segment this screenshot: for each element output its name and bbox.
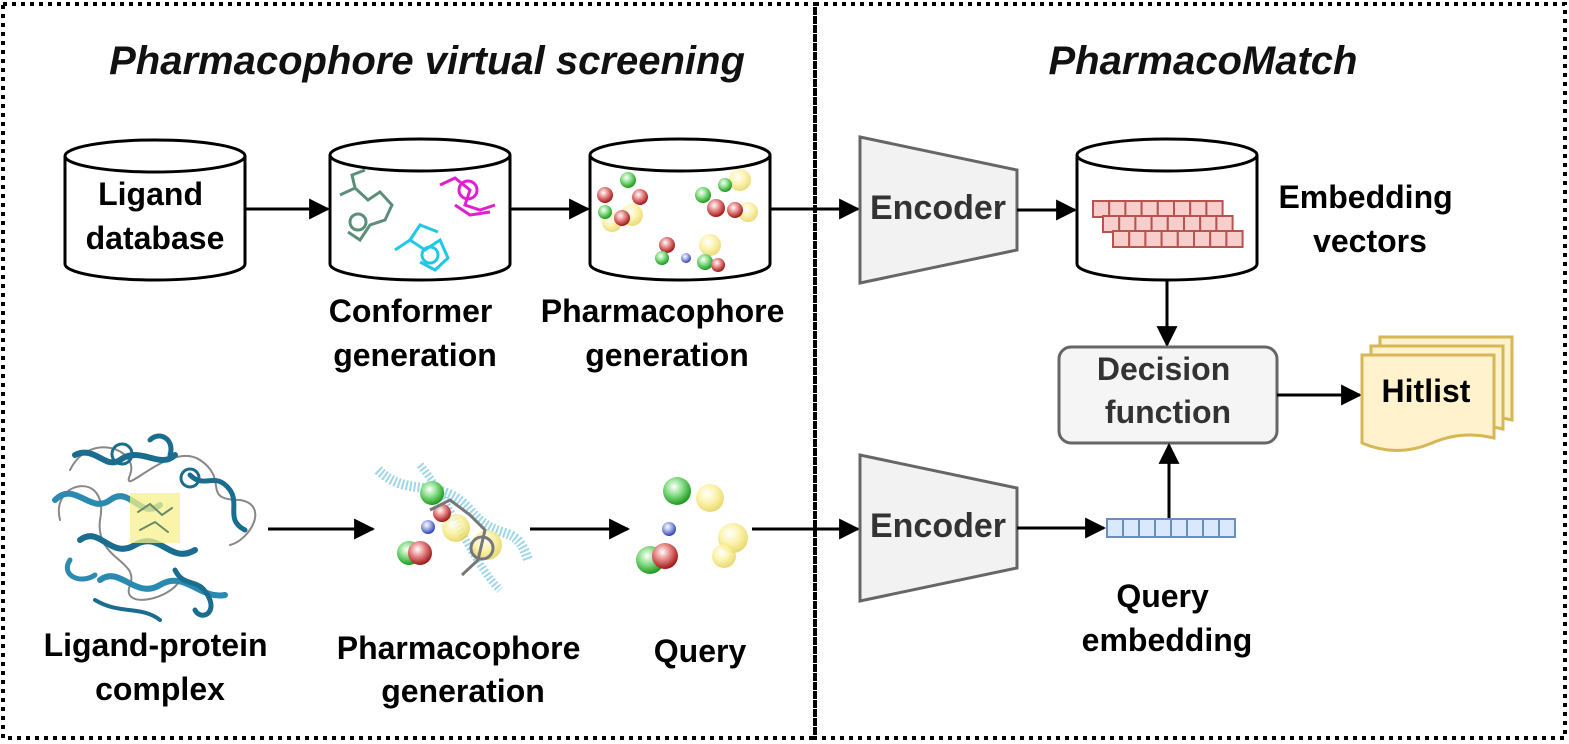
embedding-cell bbox=[1144, 230, 1163, 248]
embedding-vectors-label: Embedding vectors bbox=[1278, 179, 1461, 259]
embedding-cell bbox=[1160, 230, 1179, 248]
embedding-cell bbox=[1102, 215, 1121, 233]
embedding-cell bbox=[1118, 215, 1137, 233]
conformer-cylinder bbox=[328, 137, 512, 282]
molecule-conformers-image bbox=[339, 168, 496, 272]
encoder-bottom-label: Encoder bbox=[870, 507, 1006, 545]
conformer-generation-label: Conformer generation bbox=[329, 293, 501, 373]
hitlist-documents bbox=[1360, 335, 1514, 452]
query-embedding-cell bbox=[1122, 518, 1140, 538]
embedding-cell bbox=[1209, 230, 1228, 248]
query-embedding-cell bbox=[1154, 518, 1172, 538]
pharmacophore-generation-top-label: Pharmacophore generation bbox=[541, 293, 794, 373]
query-pharmacophore-image bbox=[636, 477, 748, 574]
embedding-cell bbox=[1092, 200, 1111, 218]
pharmacophore-generation-bottom-label: Pharmacophore generation bbox=[337, 630, 590, 709]
binding-site-pharmacophore-image bbox=[374, 462, 533, 593]
pharmacophore-points-image bbox=[597, 169, 758, 272]
ligand-protein-complex-label: Ligand-protein complex bbox=[44, 627, 277, 707]
query-embedding-cell bbox=[1218, 518, 1236, 538]
embedding-cell bbox=[1166, 215, 1186, 233]
embedding-cell bbox=[1134, 215, 1153, 233]
query-embedding-cell bbox=[1170, 518, 1188, 538]
ligand-database-cylinder bbox=[63, 138, 247, 282]
embedding-cell bbox=[1156, 200, 1176, 218]
query-embedding-cell bbox=[1138, 518, 1156, 538]
embedding-cell bbox=[1124, 200, 1143, 218]
embedding-cell bbox=[1173, 200, 1192, 218]
embedding-cell bbox=[1189, 200, 1208, 218]
ligand-database-label: Ligand database bbox=[86, 176, 225, 256]
embedding-cell bbox=[1112, 230, 1131, 248]
query-label: Query bbox=[654, 633, 747, 669]
embedding-cell bbox=[1183, 215, 1202, 233]
pharmacophore-cylinder bbox=[588, 137, 772, 282]
encoder-top-trapezoid bbox=[858, 135, 1019, 285]
protein-structure-image bbox=[52, 433, 257, 622]
embedding-cell bbox=[1176, 230, 1196, 248]
query-embedding-vector bbox=[1106, 518, 1236, 538]
embedding-cell bbox=[1205, 200, 1224, 218]
embedding-cell bbox=[1193, 230, 1212, 248]
right-panel-border bbox=[813, 2, 1567, 740]
query-embedding-cell bbox=[1202, 518, 1220, 538]
embedding-cell bbox=[1140, 200, 1159, 218]
embedding-cell bbox=[1108, 200, 1127, 218]
decision-function-label: Decision function bbox=[1097, 351, 1239, 430]
left-panel-title: Pharmacophore virtual screening bbox=[109, 39, 745, 83]
query-embedding-cell bbox=[1106, 518, 1124, 538]
hitlist-label: Hitlist bbox=[1382, 373, 1471, 409]
embedding-cell bbox=[1225, 230, 1244, 248]
query-embedding-cell bbox=[1186, 518, 1204, 538]
right-panel-title: PharmacoMatch bbox=[1049, 39, 1358, 83]
embedding-cell bbox=[1199, 215, 1218, 233]
embedding-vectors-stack bbox=[1092, 200, 1244, 248]
query-embedding-label: Query embedding bbox=[1082, 578, 1253, 658]
encoder-top-label: Encoder bbox=[870, 189, 1006, 227]
embedding-cell bbox=[1128, 230, 1147, 248]
encoder-bottom-trapezoid bbox=[858, 453, 1019, 603]
embedding-cell bbox=[1150, 215, 1169, 233]
embedding-cell bbox=[1215, 215, 1234, 233]
